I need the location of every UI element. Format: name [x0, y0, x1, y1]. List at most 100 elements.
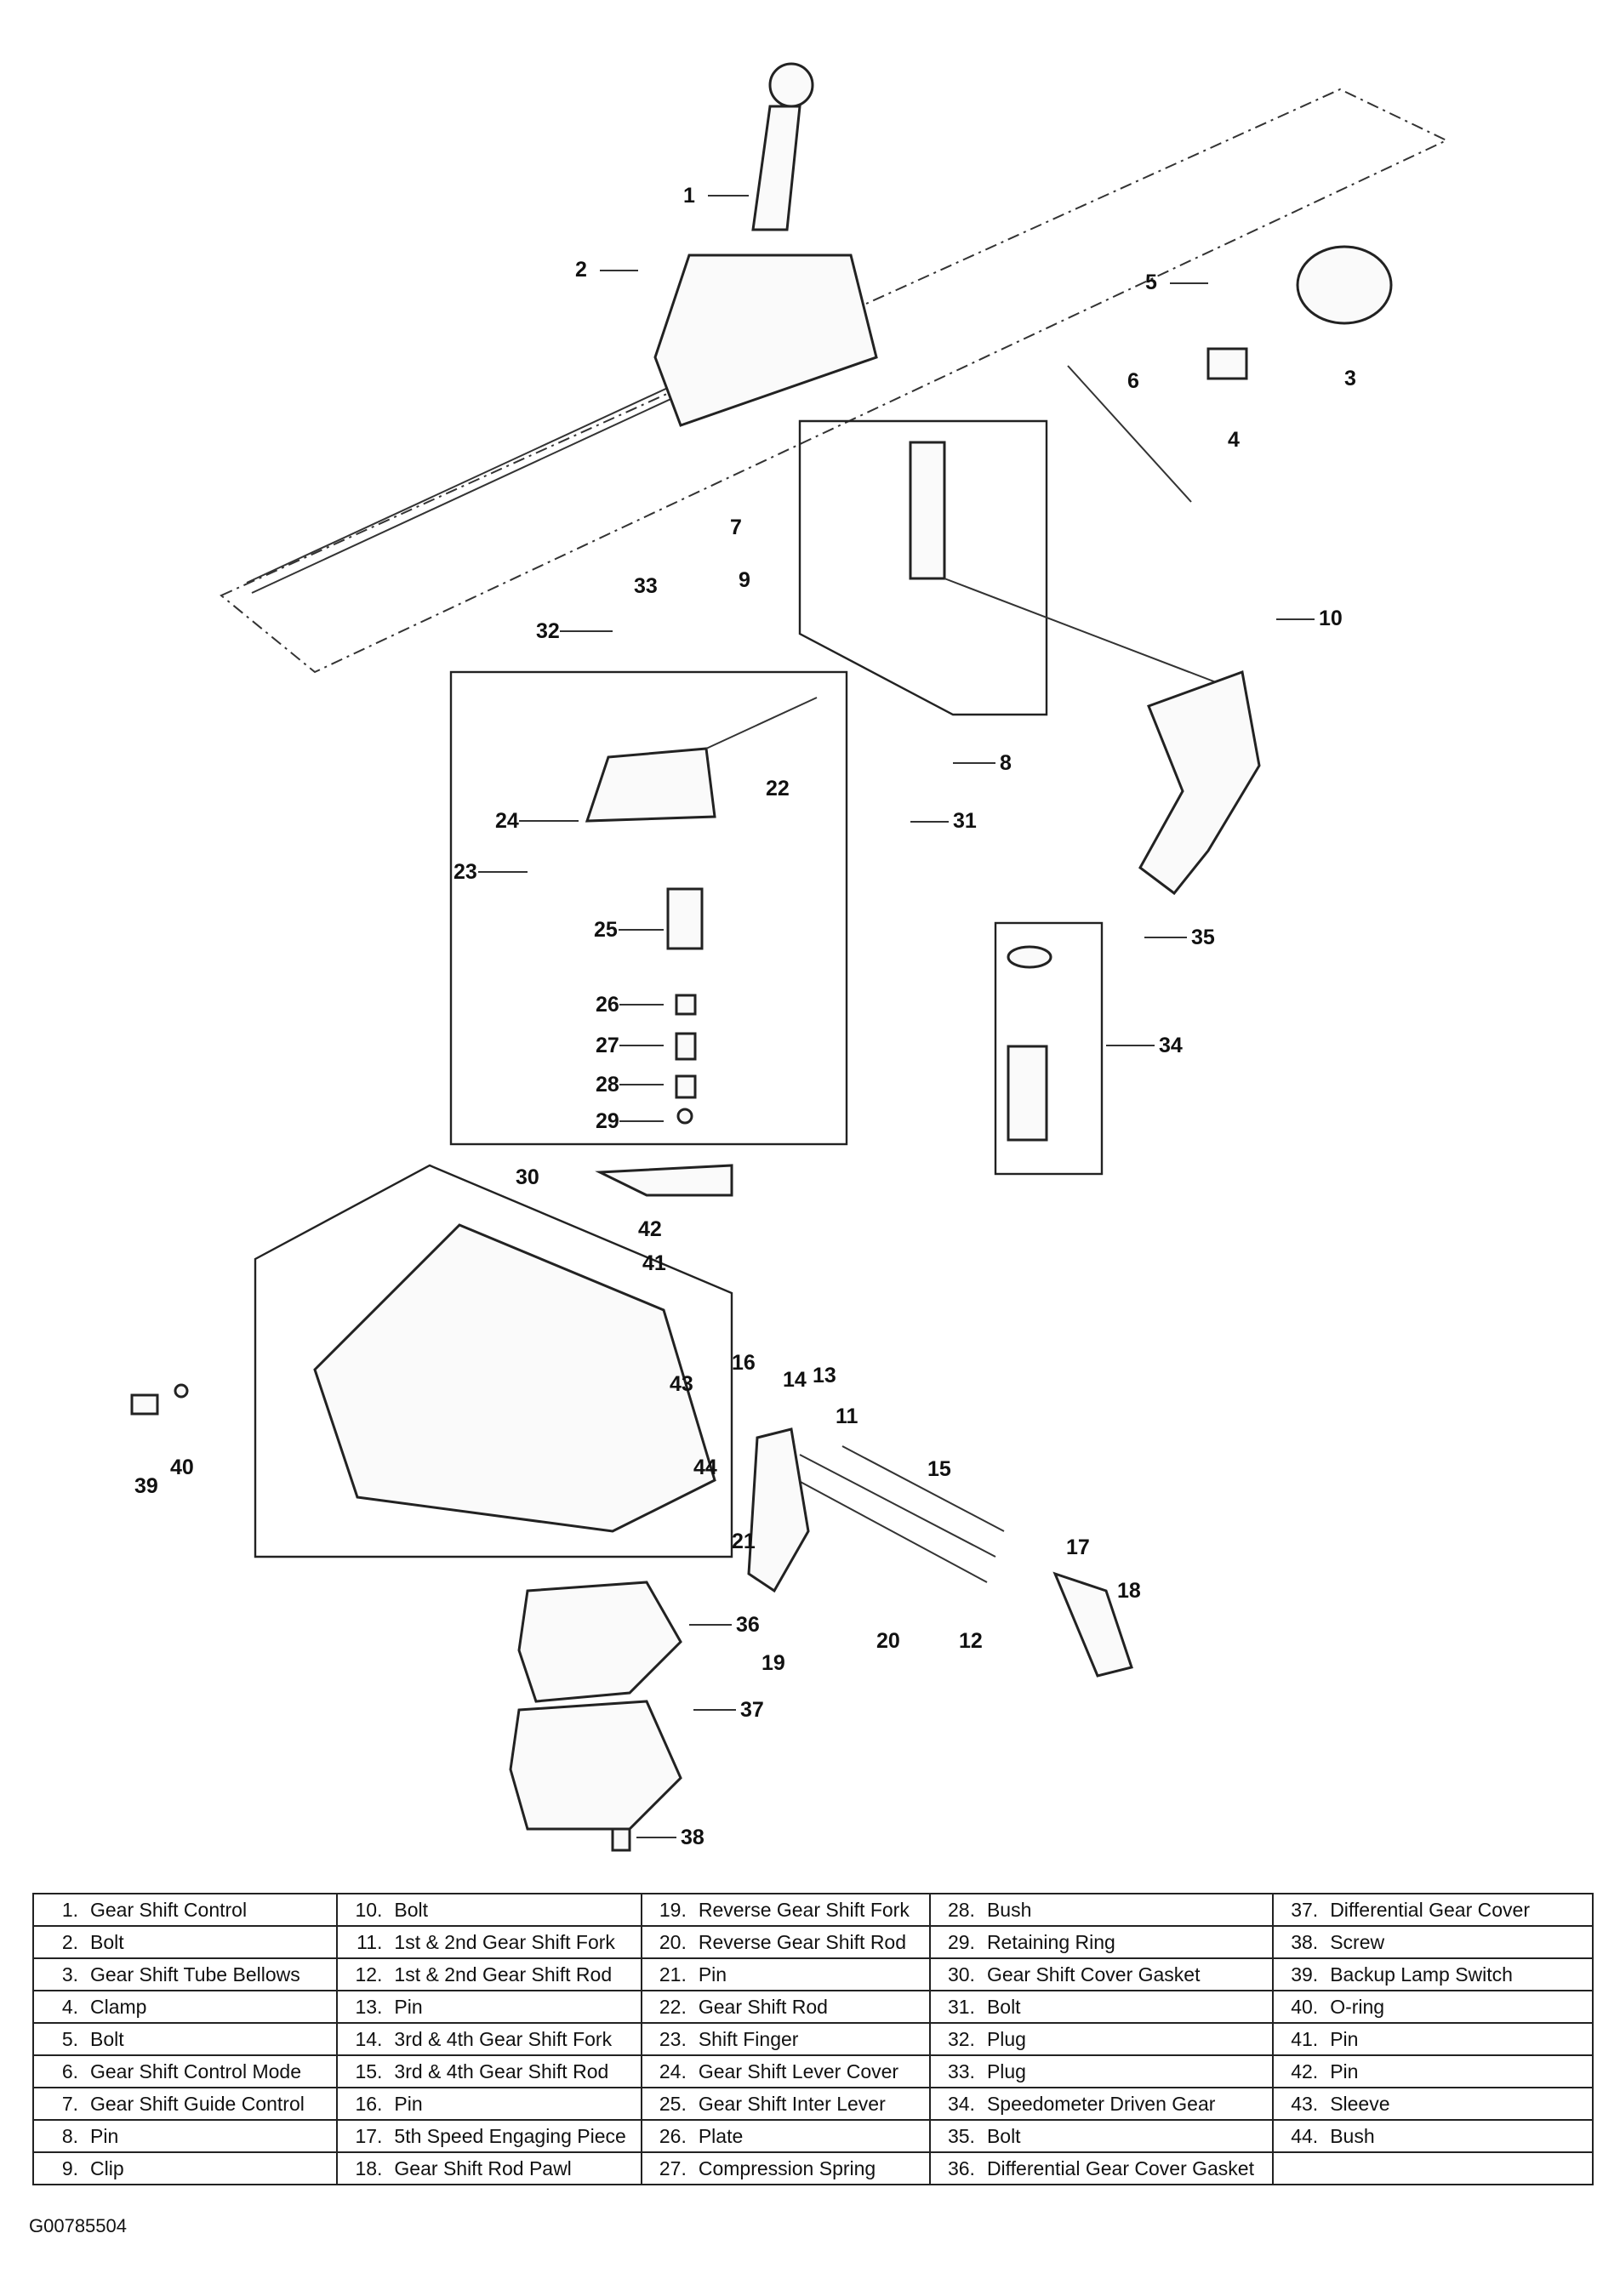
callout-38: 38: [681, 1826, 704, 1849]
legend-cell: 30.Gear Shift Cover Gasket: [928, 1957, 1275, 1991]
callout-20: 20: [876, 1629, 900, 1653]
cover-gasket: [595, 1164, 733, 1197]
legend-cell: 29.Retaining Ring: [928, 1925, 1275, 1959]
legend-number: 28.: [947, 1898, 975, 1921]
legend-number: 2.: [61, 1930, 78, 1953]
legend-number: 24.: [659, 2060, 687, 2082]
legend-number: 31.: [947, 1995, 975, 2018]
callout-10: 10: [1319, 607, 1343, 630]
exploded-parts-diagram: 1 2 3 4 5 6 7 8 9 10 11 12 13 14 15 16 1…: [130, 62, 1449, 1852]
legend-number: 39.: [1291, 1963, 1319, 1985]
callout-37: 37: [740, 1698, 764, 1722]
callout-21: 21: [732, 1530, 756, 1553]
legend-label: 3rd & 4th Gear Shift Rod: [394, 2060, 609, 2082]
legend-cell: 25.Gear Shift Inter Lever: [640, 2087, 931, 2121]
legend-number: 7.: [61, 2092, 78, 2115]
legend-number: 12.: [355, 1963, 383, 1985]
bellows: [1296, 245, 1393, 325]
legend-number: 1.: [61, 1898, 78, 1921]
legend-number: 32.: [947, 2027, 975, 2050]
legend-label: Compression Spring: [698, 2156, 876, 2179]
legend-number: 20.: [659, 1930, 687, 1953]
callout-26: 26: [596, 993, 619, 1017]
legend-number: 40.: [1291, 1995, 1319, 2018]
legend-label: Gear Shift Control Mode: [90, 2060, 302, 2082]
legend-number: 18.: [355, 2156, 383, 2179]
legend-cell: 36.Differential Gear Cover Gasket: [928, 2151, 1275, 2185]
callout-24: 24: [495, 809, 519, 833]
legend-number: 26.: [659, 2124, 687, 2147]
legend-label: O-ring: [1330, 1995, 1385, 2018]
legend-label: Gear Shift Guide Control: [90, 2092, 305, 2115]
legend-cell: 19.Reverse Gear Shift Fork: [640, 1893, 931, 1927]
legend-cell: 37.Differential Gear Cover: [1272, 1893, 1594, 1927]
callout-31: 31: [953, 809, 977, 833]
callout-18: 18: [1117, 1579, 1141, 1603]
legend-number: 35.: [947, 2124, 975, 2147]
legend-cell: 2.Bolt: [31, 1925, 339, 1959]
callout-6: 6: [1127, 369, 1139, 393]
transmission-box: [254, 1164, 733, 1558]
legend-label: Gear Shift Rod: [698, 1995, 828, 2018]
legend-label: Gear Shift Rod Pawl: [394, 2156, 572, 2179]
callout-25: 25: [594, 918, 618, 942]
callout-27: 27: [596, 1034, 619, 1057]
legend-label: Gear Shift Cover Gasket: [986, 1963, 1201, 1985]
legend-cell: 18. Gear Shift Rod Pawl: [336, 2151, 642, 2185]
callout-7: 7: [730, 516, 742, 539]
legend-number: 4.: [61, 1995, 78, 2018]
shift-knob: [768, 62, 814, 108]
legend-cell: [1272, 2151, 1594, 2185]
leader-lines: [478, 195, 1315, 1838]
callout-42: 42: [638, 1217, 662, 1241]
legend-number: 36.: [947, 2156, 975, 2179]
callout-36: 36: [736, 1613, 760, 1637]
callout-4: 4: [1228, 428, 1240, 452]
legend-number: 11.: [357, 1930, 383, 1953]
callout-12: 12: [959, 1629, 983, 1653]
legend-number: 23.: [659, 2027, 687, 2050]
callout-8: 8: [1000, 751, 1012, 775]
legend-label: 3rd & 4th Gear Shift Fork: [394, 2027, 613, 2050]
legend-cell: 13.Pin: [336, 1990, 642, 2024]
legend-label: 1st & 2nd Gear Shift Rod: [394, 1963, 613, 1985]
legend-label: Reverse Gear Shift Rod: [698, 1930, 907, 1953]
legend-label: Bolt: [394, 1898, 429, 1921]
shift-base: [653, 254, 878, 427]
legend-number: 42.: [1291, 2060, 1319, 2082]
callout-35: 35: [1191, 926, 1215, 949]
legend-cell: 4.Clamp: [31, 1990, 339, 2024]
legend-cell: 31. Bolt: [928, 1990, 1275, 2024]
figure-code: G00785504: [29, 2215, 127, 2236]
legend-cell: 33.Plug: [928, 2054, 1275, 2088]
legend-cell: 8. Pin: [31, 2119, 339, 2153]
callout-17: 17: [1066, 1535, 1090, 1559]
legend-number: 10.: [355, 1898, 383, 1921]
callout-9: 9: [739, 568, 750, 592]
legend-row: 1.Gear Shift Control 10. Bolt 19.Reverse Ge…: [31, 1893, 1594, 1927]
legend-cell: 44.Bush: [1272, 2119, 1594, 2153]
legend-number: 8.: [61, 2124, 78, 2147]
legend-cell: 23.Shift Finger: [640, 2022, 931, 2056]
rod-pawl: [1052, 1571, 1133, 1678]
callout-39: 39: [134, 1474, 158, 1498]
legend-label: Bolt: [986, 2124, 1021, 2147]
callout-11: 11: [836, 1404, 858, 1428]
legend-label: Bolt: [986, 1995, 1021, 2018]
callout-30: 30: [516, 1165, 539, 1189]
legend-number: 19.: [659, 1898, 687, 1921]
legend-label: Pin: [90, 2124, 119, 2147]
diff-cover-gasket: [517, 1581, 682, 1703]
legend-cell: 34.Speedometer Driven Gear: [928, 2087, 1275, 2121]
legend-cell: 1.Gear Shift Control: [31, 1893, 339, 1927]
legend-cell: 6.Gear Shift Control Mode: [31, 2054, 339, 2088]
legend-cell: 20. Reverse Gear Shift Rod: [640, 1925, 931, 1959]
callout-29: 29: [596, 1109, 619, 1133]
shift-lever: [751, 105, 801, 231]
callout-40: 40: [170, 1456, 194, 1479]
